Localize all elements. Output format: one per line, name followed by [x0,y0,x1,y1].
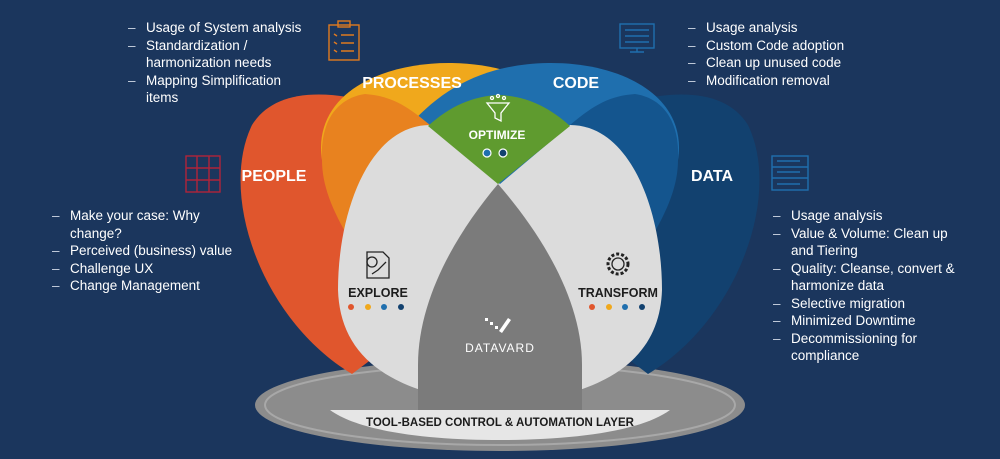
list-item: Usage analysis [773,207,973,225]
transform-dot [606,304,612,310]
code-list: Usage analysis Custom Code adoption Clea… [688,19,888,89]
list-item: Usage of System analysis [128,19,313,37]
optimize-dot [498,148,508,158]
optimize-area [428,95,570,184]
list-item: Value & Volume: Clean up and Tiering [773,225,973,260]
list-item: Decommissioning for compliance [773,330,973,365]
database-icon [771,155,809,191]
explore-label: EXPLORE [348,286,408,300]
data-title: DATA [691,168,734,185]
base-label-band [330,410,670,440]
list-item: Change Management [52,277,242,295]
explore-dot [365,304,371,310]
code-title: CODE [553,75,600,92]
data-list: Usage analysis Value & Volume: Clean up … [773,207,973,365]
explore-dot [398,304,404,310]
list-item: Clean up unused code [688,54,888,72]
list-item: Make your case: Why change? [52,207,242,242]
processes-list: Usage of System analysis Standardization… [128,19,313,107]
explore-dot [348,304,354,310]
datavard-core [418,184,582,412]
optimize-dot [482,148,492,158]
explore-dot [381,304,387,310]
base-layer-label: TOOL-BASED CONTROL & AUTOMATION LAYER [366,417,635,429]
processes-title: PROCESSES [362,75,462,92]
list-item: Minimized Downtime [773,312,973,330]
datavard-logo-icon [485,318,511,333]
list-item: Perceived (business) value [52,242,242,260]
list-item: Custom Code adoption [688,37,888,55]
list-item: Usage analysis [688,19,888,37]
transform-dot [589,304,595,310]
gear-icon [606,252,630,276]
list-item: Challenge UX [52,260,242,278]
list-item: Selective migration [773,295,973,313]
report-icon [366,251,390,279]
list-item: Standardization / harmonization needs [128,37,313,72]
transform-dot [622,304,628,310]
funnel-icon [485,93,511,123]
optimize-label: OPTIMIZE [469,128,526,142]
list-item: Quality: Cleanse, convert & harmonize da… [773,260,973,295]
list-item: Modification removal [688,72,888,90]
clipboard-icon [328,20,360,61]
datavard-brand: DATAVARD [465,341,535,355]
list-item: Mapping Simplification items [128,72,313,107]
people-title: PEOPLE [242,168,307,185]
transform-dot [639,304,645,310]
people-group-icon [185,155,221,193]
transform-label: TRANSFORM [578,286,658,300]
monitor-icon [619,23,655,53]
people-list: Make your case: Why change? Perceived (b… [52,207,242,295]
